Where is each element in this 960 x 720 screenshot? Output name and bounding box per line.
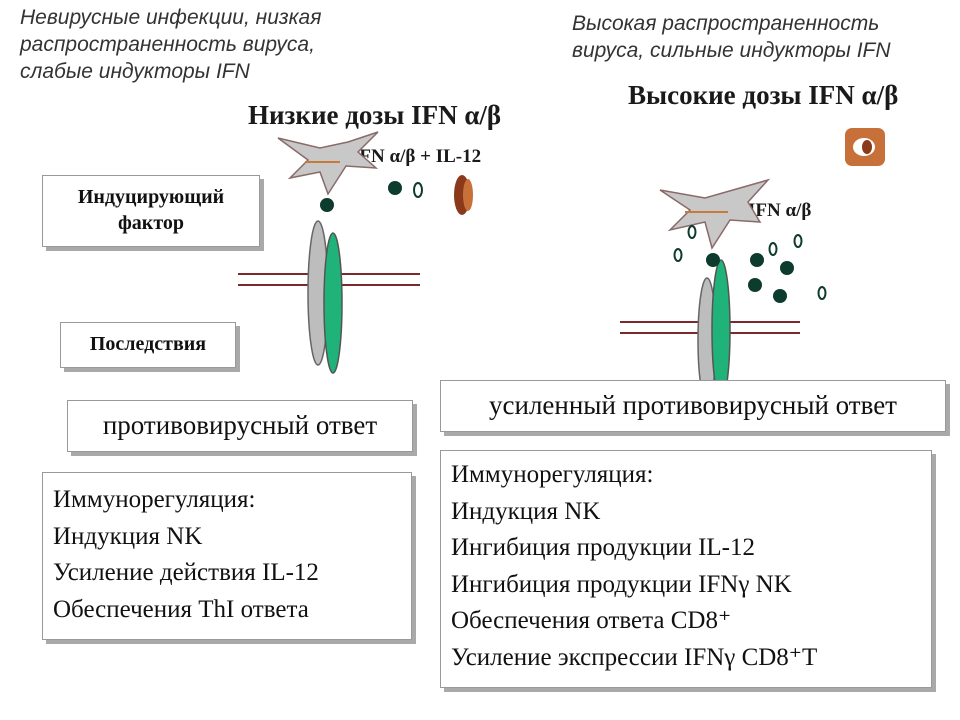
- right-small-molecule: [817, 286, 827, 300]
- left-ifn-molecule: [320, 198, 334, 212]
- right-response-text: усиленный противовирусный ответ: [489, 390, 897, 420]
- right-regulation-item: Иммунорегуляция:: [451, 461, 654, 488]
- high-dose-title: Высокие дозы IFN α/β: [628, 80, 899, 110]
- left-brown-cell: [454, 175, 473, 215]
- right-signal-label: IFN α/β: [748, 200, 812, 221]
- left-ifn-molecule: [388, 181, 402, 195]
- consequences-box: Последствия: [60, 322, 236, 368]
- consequences-label: Последствия: [89, 333, 207, 355]
- right-orange-cell: [845, 128, 885, 166]
- right-small-molecule: [793, 234, 803, 248]
- left-response-text: противовирусный ответ: [102, 410, 378, 440]
- right-ifn-molecule: [706, 253, 720, 267]
- right-ifn-molecule: [748, 278, 762, 292]
- inducing-factor-box: Индуцирующий фактор: [42, 175, 260, 247]
- right-regulation-item: Ингибиция продукции IFNγ NK: [451, 570, 792, 598]
- right-ifn-molecule: [780, 261, 794, 275]
- left-regulation-item: Усиление действия IL-12: [53, 559, 319, 586]
- left-heading: Невирусные инфекции, низкая распростране…: [20, 6, 322, 83]
- right-regulation-box: Иммунорегуляция: Индукция NK Ингибиция п…: [440, 450, 932, 688]
- right-receptor: [697, 259, 731, 403]
- left-regulation-box: Иммунорегуляция: Индукция NK Усиление де…: [42, 472, 412, 640]
- right-small-molecule: [673, 248, 683, 262]
- right-heading: Высокая распространенность вируса, сильн…: [572, 12, 891, 62]
- right-ifn-molecule: [773, 289, 787, 303]
- left-regulation-item: Обеспечения ThI ответа: [53, 595, 309, 623]
- right-ifn-molecule: [750, 253, 764, 267]
- left-response-box: противовирусный ответ: [67, 400, 413, 452]
- right-cell: [659, 178, 771, 250]
- right-regulation-item: Усиление экспрессии IFNγ CD8⁺T: [451, 643, 818, 671]
- left-regulation-item: Индукция NK: [53, 522, 203, 550]
- right-regulation-item: Индукция NK: [451, 497, 601, 525]
- left-receptor: [307, 220, 343, 374]
- right-regulation-item: Ингибиция продукции IL-12: [451, 534, 756, 561]
- left-regulation-item: Иммунорегуляция:: [53, 486, 256, 513]
- inducing-factor-label: Индуцирующий фактор: [77, 186, 225, 234]
- left-cell: [277, 131, 379, 196]
- right-response-box: усиленный противовирусный ответ: [440, 380, 946, 432]
- right-small-molecule: [768, 242, 778, 256]
- low-dose-title: Низкие дозы IFN α/β: [248, 100, 502, 130]
- right-small-molecule: [687, 225, 697, 239]
- left-il12-molecule: [413, 182, 423, 198]
- right-regulation-item: Обеспечения ответа CD8⁺: [451, 607, 732, 634]
- left-signal-label: IFN α/β + IL-12: [352, 146, 482, 167]
